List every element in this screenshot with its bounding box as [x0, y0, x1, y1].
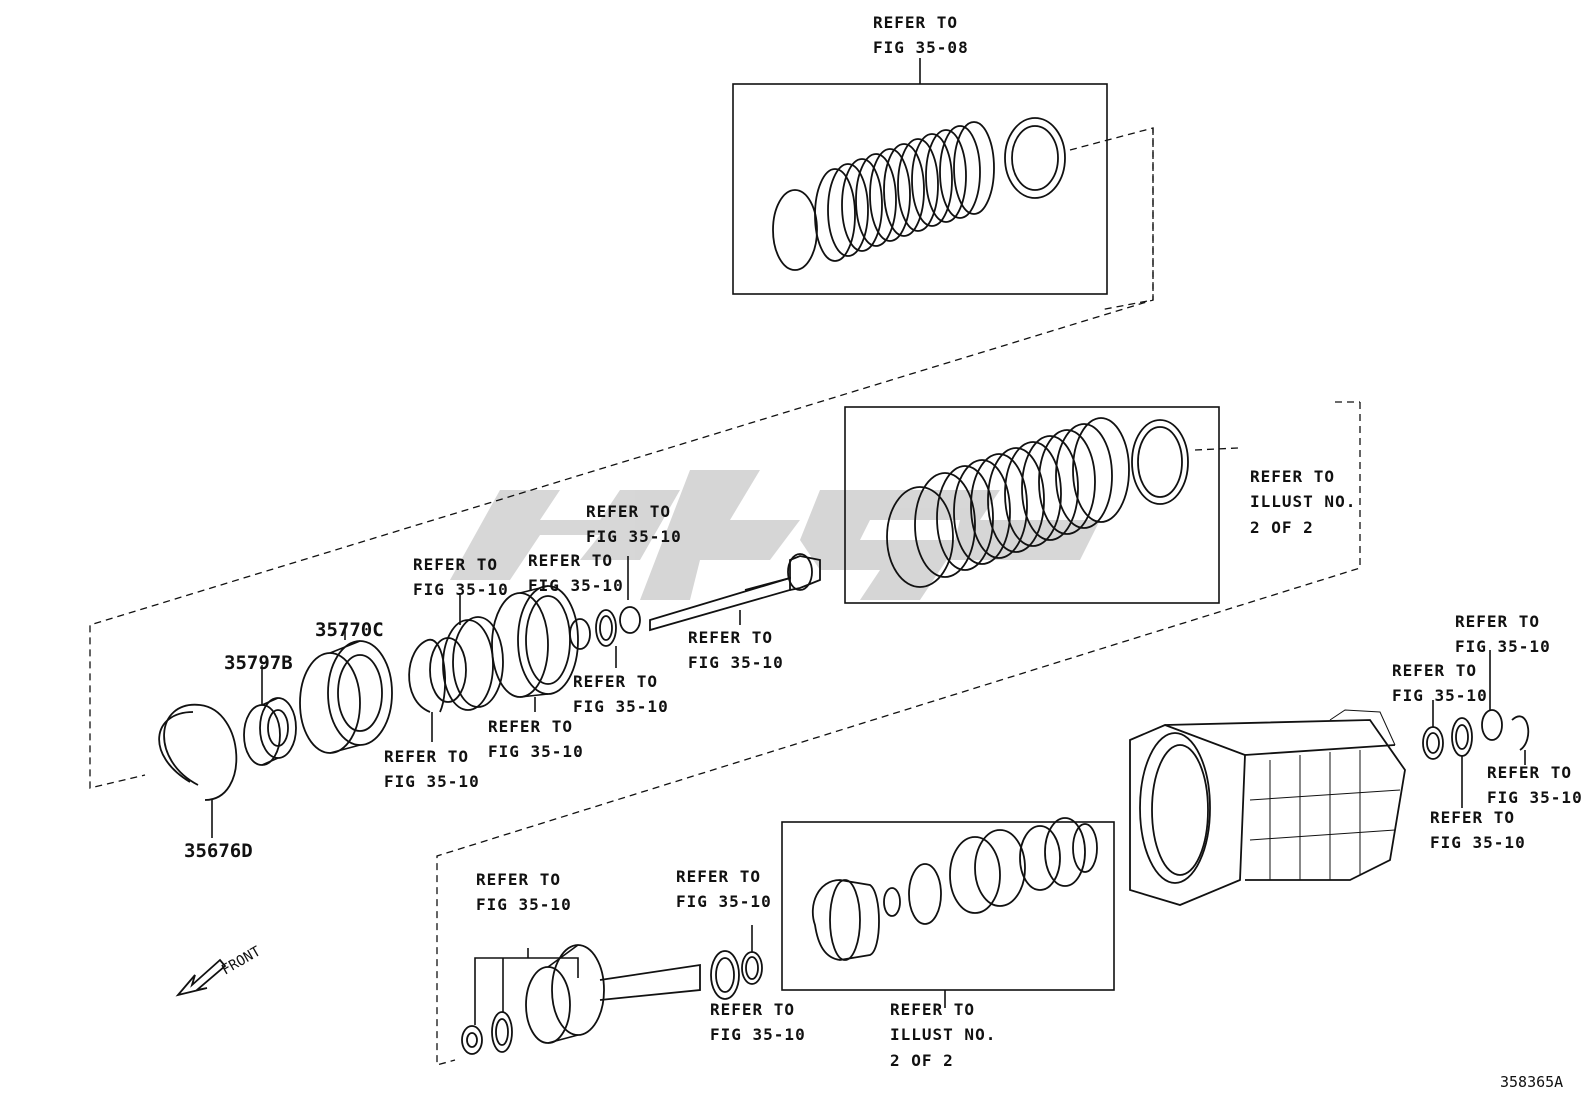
refer-illust-bottom-l2: ILLUST NO.: [890, 1025, 996, 1044]
refer-bottom-planet-l1: REFER TO: [476, 870, 561, 889]
snap-ring-middle: [408, 639, 446, 742]
ring-gear-middle: [491, 585, 579, 712]
clutch-drum-bottom: [781, 817, 1115, 1008]
part-number-35797B: 35797B: [224, 652, 293, 674]
refer-washer-a-l2: FIG 35-10: [528, 576, 624, 595]
assembly-outline-right: [436, 402, 1361, 1066]
refer-snap-ring-l1: REFER TO: [384, 747, 469, 766]
refer-bottom-washer-top-l1: REFER TO: [676, 867, 761, 886]
refer-illust-right-l1: REFER TO: [1250, 467, 1335, 486]
clutch-pack-right: [844, 406, 1239, 604]
transmission-case: [1129, 709, 1406, 906]
refer-right-d-l1: REFER TO: [1430, 808, 1515, 827]
part-number-35770C: 35770C: [315, 619, 384, 641]
watermark-logo: [450, 470, 1100, 600]
thrust-washers-middle: [569, 556, 641, 668]
refer-carrier-l1: REFER TO: [413, 555, 498, 574]
refer-right-d-l2: FIG 35-10: [1430, 833, 1526, 852]
refer-bottom-planet-l2: FIG 35-10: [476, 895, 572, 914]
refer-bottom-washer-top-l2: FIG 35-10: [676, 892, 772, 911]
refer-washer-b-l2: FIG 35-10: [573, 697, 669, 716]
refer-bottom-washer-bot-l2: FIG 35-10: [710, 1025, 806, 1044]
refer-illust-bottom-l1: REFER TO: [890, 1000, 975, 1019]
refer-shaft-main-l1: REFER TO: [688, 628, 773, 647]
washers-bottom: [710, 925, 763, 1000]
refer-ring-gear-l2: FIG 35-10: [488, 742, 584, 761]
refer-illust-right-l3: 2 OF 2: [1250, 518, 1314, 537]
refer-right-b-l2: FIG 35-10: [1392, 686, 1488, 705]
refer-right-b-l1: REFER TO: [1392, 661, 1477, 680]
refer-shaft-sun-l1: REFER TO: [586, 502, 671, 521]
refer-washer-a-l1: REFER TO: [528, 551, 613, 570]
planetary-carrier-middle: [429, 595, 504, 711]
clutch-pack-top: [732, 58, 1154, 311]
refer-illust-bottom-l3: 2 OF 2: [890, 1051, 954, 1070]
refer-washer-b-l1: REFER TO: [573, 672, 658, 691]
refer-right-a-l2: FIG 35-10: [1455, 637, 1551, 656]
refer-illust-right-l2: ILLUST NO.: [1250, 492, 1356, 511]
refer-bottom-washer-bot-l1: REFER TO: [710, 1000, 795, 1019]
labels: REFER TO FIG 35-08 REFER TO ILLUST NO. 2…: [184, 13, 1583, 1091]
refer-shaft-main-l2: FIG 35-10: [688, 653, 784, 672]
output-planetary-bottom: [461, 944, 701, 1055]
front-direction-arrow: FRONT: [175, 943, 264, 997]
refer-carrier-l2: FIG 35-10: [413, 580, 509, 599]
refer-right-c-l1: REFER TO: [1487, 763, 1572, 782]
front-label: FRONT: [219, 943, 264, 978]
refer-top-l1: REFER TO: [873, 13, 958, 32]
refer-right-c-l2: FIG 35-10: [1487, 788, 1583, 807]
refer-top-l2: FIG 35-08: [873, 38, 969, 57]
bearing-35797B: [243, 665, 297, 766]
refer-shaft-sun-l2: FIG 35-10: [586, 527, 682, 546]
part-number-35676D: 35676D: [184, 840, 253, 862]
refer-snap-ring-l2: FIG 35-10: [384, 772, 480, 791]
assembly-outline-middle: [89, 128, 1154, 789]
small-rings-right: [1422, 650, 1530, 808]
refer-ring-gear-l1: REFER TO: [488, 717, 573, 736]
snap-ring-35676D: [158, 704, 238, 838]
refer-right-a-l1: REFER TO: [1455, 612, 1540, 631]
input-shaft: [649, 553, 821, 632]
sun-gear-35770C: [299, 625, 393, 754]
figure-id: 358365A: [1500, 1073, 1563, 1091]
